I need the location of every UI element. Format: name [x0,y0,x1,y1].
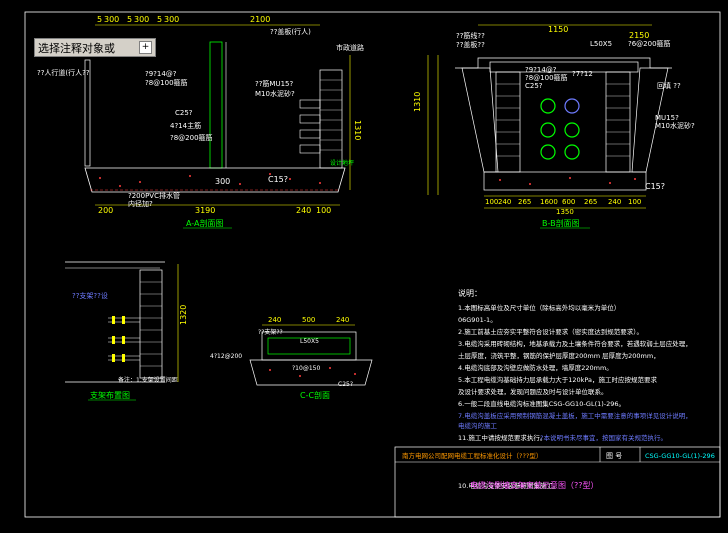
sb-label-4: ?9?14@? [525,66,557,74]
note-7: 及设计要求处理，发现问题应及时与设计单位联系。 [458,387,608,396]
sa-label-6: M10水泥砂? [255,89,295,98]
sb-label-3: ?6@200箍筋 [628,39,671,48]
dd-caption: C-C剖面 [300,390,330,400]
note-10: 电缆沟的施工 [458,421,498,430]
sa-label-5: ??筋MU15? [255,79,294,88]
sb-bdim-1: 240 [498,198,511,206]
notes-heading: 说明： [458,288,482,298]
sa-bdim-0: 200 [98,206,113,215]
sa-label-10: 内径加? [128,199,153,208]
sb-label-8: MU15? [655,114,679,122]
sa-dim-1: 300 [104,15,119,24]
dd-dim-1: 500 [302,316,315,324]
sa-label-0: ??人行道(行人?? [37,68,90,77]
sb-bdim-6: 240 [608,198,621,206]
dd-label-4: C25? [338,381,353,388]
tb-number: CSG-GG10-GL(1)-296 [645,452,715,460]
sa-dim-6: 2100 [250,15,270,24]
tb-field: 图 号 [606,452,622,460]
sb-label-6: ?7?12 [572,70,593,78]
sa-dim-5: 300 [164,15,179,24]
sa-bdim-1: 3190 [195,206,215,215]
dd-label-0: ??支架?? [258,328,283,336]
sa-label-16: 设计地坪 [330,159,354,167]
note-8: 6.一般二段直线电缆沟标准图集CSG-GG10-GL(1)-296。 [458,399,625,408]
sa-label-1: ??盖板(行人) [270,27,311,36]
sa-label-7: ?9?14@? [145,70,177,78]
sb-dim-1: 2150 [629,31,649,40]
dc-caption: 支架布置图 [90,390,130,400]
sb-bdim-2: 265 [518,198,531,206]
sa-dim-0: 5 [97,15,102,24]
sa-label-2: C25? [175,109,193,117]
sb-bdim-7: 100 [628,198,641,206]
note-3: 3.电缆沟采用砖砌结构，地基承载力及土壤条件符合要求，若遇软弱土层应处理， [458,339,692,348]
sb-label-10: C15? [645,182,665,191]
sa-bdim-3: 100 [316,206,331,215]
note-6: 5.本工程电缆沟基础持力层承载力大于120kPa，施工时应按规范要求 [458,375,657,384]
sa-label-12: C15? [268,175,288,184]
sa-vdim: 1310 [353,120,362,140]
sb-label-1: ??盖板?? [456,40,485,49]
sa-title: A-A剖面图 [186,218,223,228]
section-b-drawing: 1150 2150 [413,24,695,229]
sa-label-4: ?8@200箍筋 [170,133,213,142]
sb-total: 1350 [556,208,574,216]
note-13: 10.电缆沟支架安装参照图集施工。 [458,481,559,490]
dc-note: ??支架??设 [72,291,108,300]
sb-dim-0: 1150 [548,25,568,34]
sb-label-5: ?8@100箍筋 [525,73,568,82]
sa-label-9: ?200PVC排水管 [128,191,180,200]
dd-dim-2: 240 [336,316,349,324]
sa-dim-3: 300 [134,15,149,24]
design-notes: 说明： 1.本图标高单位及尺寸单位（除标高外均以毫米为单位） 06G901-1。… [458,288,692,490]
dc-dim: 1320 [179,305,188,325]
drawing-frame [24,11,721,518]
sa-label-14: 市政道路 [336,43,364,52]
sb-bdim-0: 100 [485,198,498,206]
sa-label-3: 4?14主筋 [170,121,201,130]
sa-dim-2: 5 [127,15,132,24]
note-1: 06G901-1。 [458,316,497,324]
note-4: 土层厚度，浇筑平整，钢筋的保护层厚度200mm 层厚度为200mm， [458,351,660,360]
plus-icon[interactable]: + [139,41,152,54]
note-12: ?本说明书未尽事宜，按国家有关规范执行。 [540,433,667,442]
dd-dim-0: 240 [268,316,281,324]
sa-label-8: ?8@100箍筋 [145,78,188,87]
annotation-prompt-text: 选择注释对象或 [38,41,115,55]
sb-bdim-3: 1600 [540,198,558,206]
note-2: 2.施工前基土应夯实平整符合设计要求（密实度达到规范要求）。 [458,327,643,336]
sb-bdim-5: 265 [584,198,597,206]
dd-label-1: L50X5 [300,338,319,345]
sb-label-12: 回填 ?? [657,81,681,90]
detail-c-drawing: 1320 ??支架??设 备注：1.支架设置间距 支架布置图 [65,261,188,401]
sb-label-0: ??筋线?? [456,31,485,40]
section-a-drawing: 5 300 5 300 5 300 2100 [37,15,364,229]
annotation-select-box[interactable]: 选择注释对象或 + [34,38,156,57]
sa-bdim-2: 240 [296,206,311,215]
sa-dim-4: 5 [157,15,162,24]
title-block: 南方电网公司配网电缆工程标准化设计（???型） 图 号 CSG-GG10-GL(… [394,446,721,518]
note-0: 1.本图标高单位及尺寸单位（除标高外均以毫米为单位） [458,303,620,312]
sa-label-11: 300 [215,177,230,186]
note-9: 7.电缆沟盖板应采用预制钢筋混凝土盖板，施工中需要注意的事项详见设计说明， [458,411,692,420]
tb-org: 南方电网公司配网电缆工程标准化设计（???型） [402,451,542,460]
sb-bdim-4: 600 [562,198,575,206]
dd-label-2: 4?12@200 [210,353,242,360]
dd-label-3: ?10@150 [292,365,320,372]
sb-label-9: M10水泥砂? [655,121,695,130]
sb-label-2: L50X5 [590,40,612,48]
sb-label-7: C25? [525,82,543,90]
note-5: 4.电缆沟底部及沟壁应做防水处理，墙厚度220mm。 [458,363,613,372]
dc-note2: 备注：1.支架设置间距 [118,376,178,384]
tb-title: 电缆沟侧墙支架安装示意图（??型） [470,480,599,490]
sb-title: B-B剖面图 [542,218,580,228]
note-11: 11.施工中请按规范要求执行。 [458,433,546,442]
sb-vdim: 1310 [413,92,422,112]
detail-d-drawing: 240 500 240 ??支架?? L50X5 4?12@200 ?10@15… [210,316,373,400]
